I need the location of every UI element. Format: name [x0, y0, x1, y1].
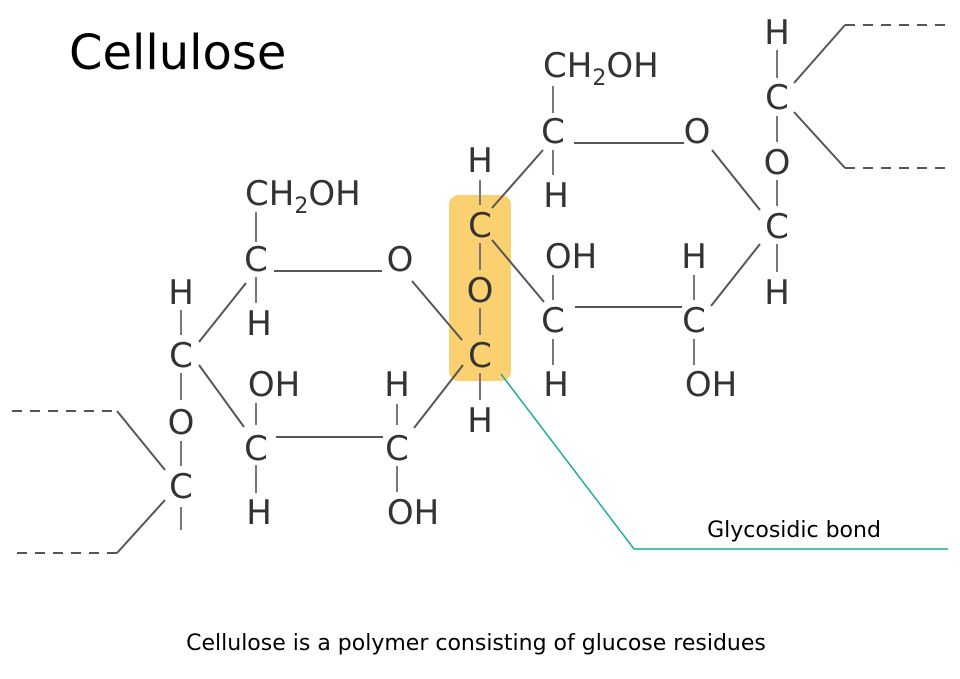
glycosidic-bond-leader-line [500, 373, 948, 550]
carbon-atom: C [765, 78, 789, 118]
hydrogen-atom: H [384, 365, 410, 405]
right-ring-bonds [491, 50, 778, 365]
hydrogen-atom: H [246, 304, 272, 344]
carbon-atom: C [169, 467, 193, 507]
right-glucose-ring: CH2OH C O H OH H C C H OH H C O C H [541, 13, 790, 405]
left-chain-continuation [12, 410, 166, 554]
carbon-atom: C [765, 207, 789, 247]
page-title: Cellulose [69, 25, 286, 81]
bridge-oxygen-atom: O [168, 403, 195, 443]
carbon-atom: C [541, 301, 565, 341]
hydrogen-atom: H [467, 141, 493, 181]
left-ring-bonds [180, 212, 464, 530]
hydroxyl-group: OH [685, 365, 737, 405]
ch2oh-group-right: CH2OH [543, 46, 659, 91]
hydrogen-atom: H [246, 493, 272, 533]
hydrogen-atom: H [543, 365, 569, 405]
carbon-atom: C [244, 240, 268, 280]
glycosidic-bond-highlight [449, 195, 511, 381]
carbon-atom: C [244, 429, 268, 469]
hydrogen-atom: H [764, 273, 790, 313]
hydrogen-atom: H [467, 401, 493, 441]
ring-oxygen-atom: O [684, 112, 711, 152]
hydroxyl-group: OH [248, 365, 300, 405]
hydrogen-atom: H [168, 273, 194, 313]
figure-caption: Cellulose is a polymer consisting of glu… [186, 631, 766, 656]
bridge-oxygen-atom: O [764, 143, 791, 183]
hydrogen-atom: H [681, 237, 707, 277]
carbon-atom: C [468, 206, 492, 246]
glycosidic-oxygen-atom: O [467, 271, 494, 311]
hydrogen-atom: H [543, 176, 569, 216]
hydrogen-atom: H [764, 13, 790, 53]
hydroxyl-group: OH [387, 493, 439, 533]
left-glucose-ring: CH2OH C O H H C OH H O C C C H OH [168, 174, 440, 533]
carbon-atom: C [169, 336, 193, 376]
glycosidic-bond-label: Glycosidic bond [707, 518, 881, 543]
carbon-atom: C [385, 429, 409, 469]
glycosidic-linkage: H C O C H [467, 141, 494, 441]
carbon-atom: C [468, 336, 492, 376]
right-chain-continuation [793, 24, 948, 169]
hydroxyl-group: OH [545, 237, 597, 277]
carbon-atom: C [541, 112, 565, 152]
carbon-atom: C [682, 301, 706, 341]
ring-oxygen-atom: O [387, 240, 414, 280]
ch2oh-group-left: CH2OH [245, 174, 361, 219]
